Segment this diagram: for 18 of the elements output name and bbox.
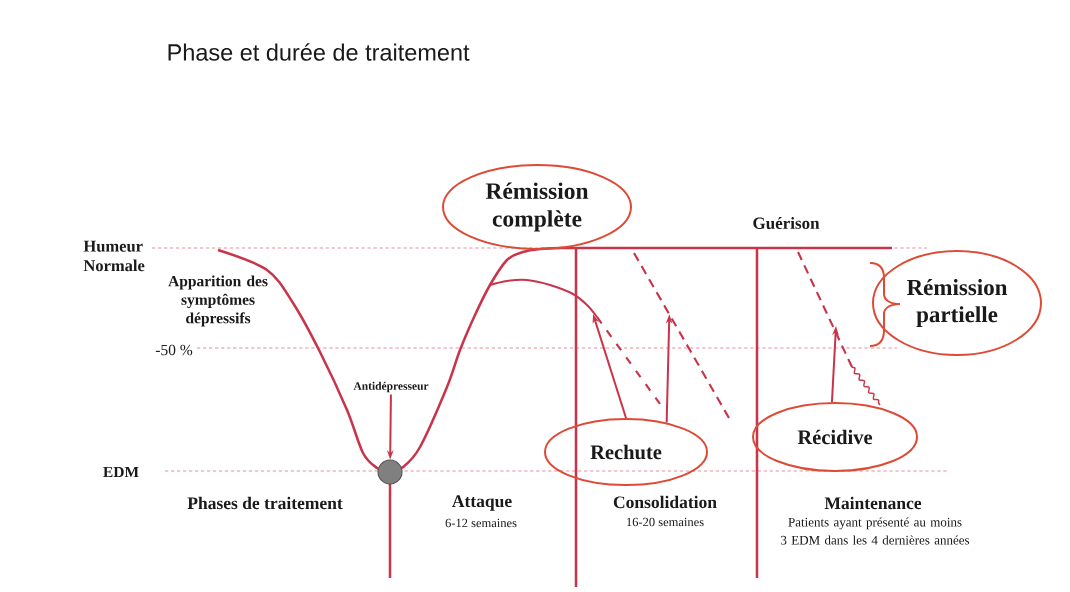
marker-dot	[377, 459, 403, 485]
level-label: EDM	[103, 466, 139, 478]
phase-heading: Consolidation	[613, 495, 717, 509]
duration-text: 6-12 semaines	[445, 518, 517, 528]
phase-heading: Maintenance	[824, 496, 922, 510]
row-heading: Phases de traitement	[187, 496, 343, 510]
note-text: Patients ayant présenté au moins 3 EDM dans les 4 dernières années	[781, 517, 970, 545]
dashed-line	[797, 251, 881, 406]
duration-text: 16-20 semaines	[627, 517, 704, 527]
state-label: Guérison	[753, 217, 820, 229]
level-label: -50 %	[155, 344, 193, 356]
title: Phase et durée de traitement	[168, 43, 470, 61]
partial-remission-curve	[489, 278, 661, 405]
annotation-text: Apparition des symptômes dépressifs	[168, 275, 268, 327]
annotation-label: Antidépresseur	[353, 381, 429, 393]
level-label: Humeur Normale	[83, 240, 145, 272]
dashed-line	[633, 252, 730, 419]
phase-heading: Attaque	[452, 495, 512, 511]
